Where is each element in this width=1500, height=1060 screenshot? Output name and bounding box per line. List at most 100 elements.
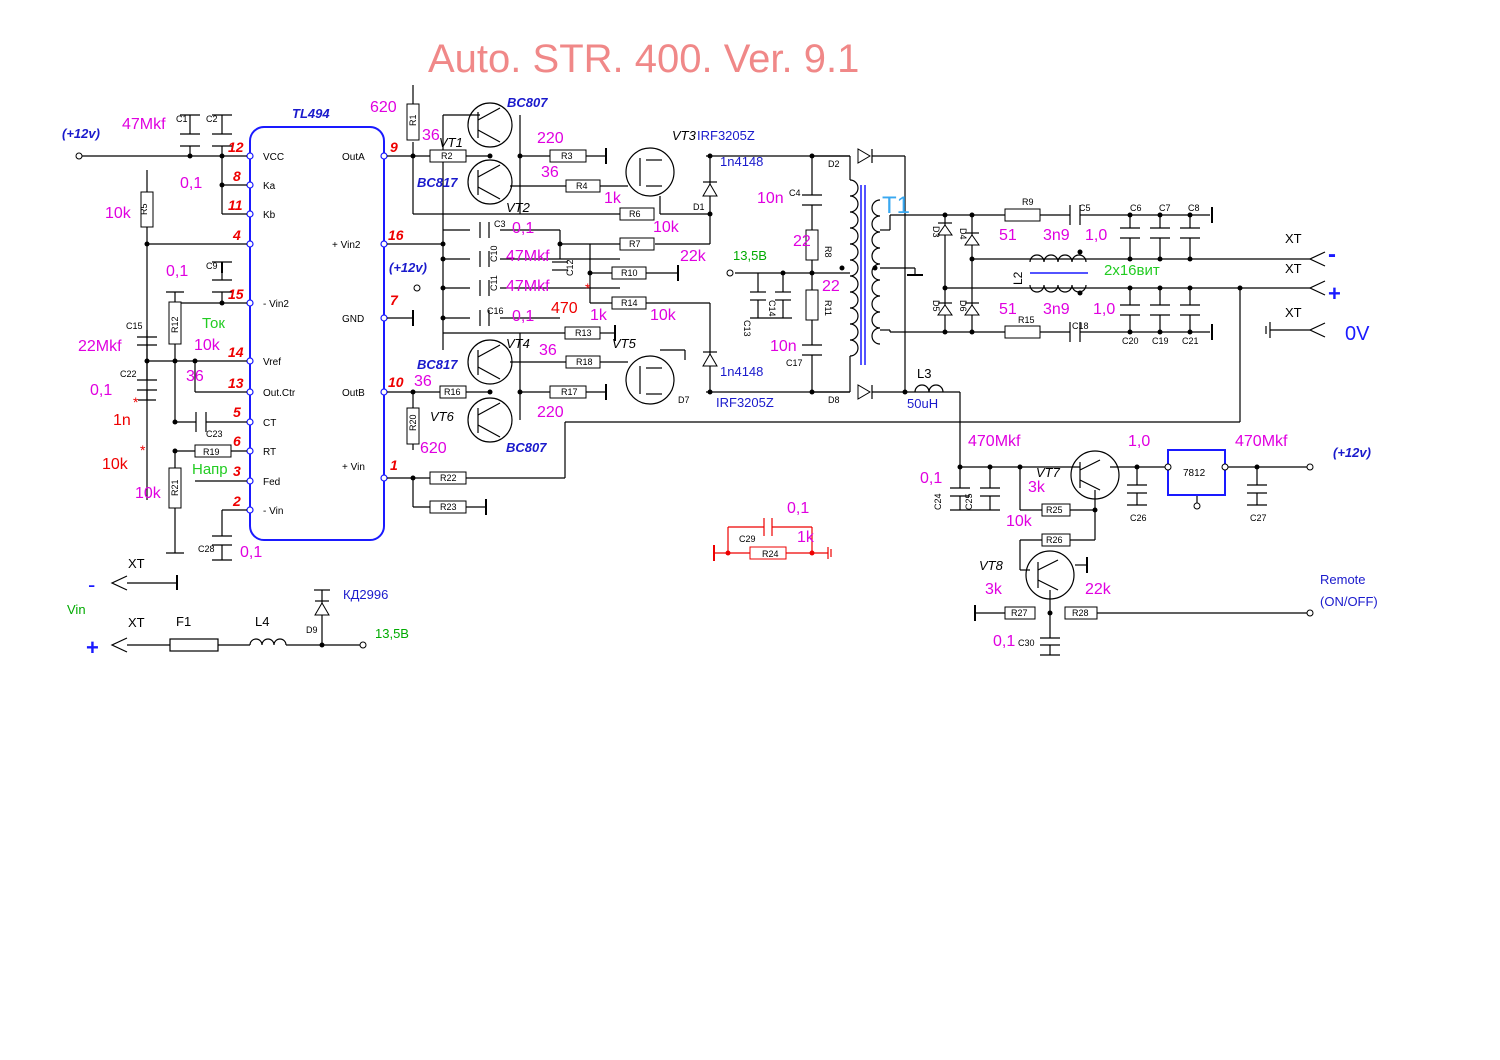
label-0v: 0V xyxy=(1345,323,1370,345)
label-vin-minus: - xyxy=(88,572,95,597)
ref-f1: F1 xyxy=(176,614,191,629)
ref-r1: R1 xyxy=(408,114,418,126)
terminal-13v5 xyxy=(726,269,734,277)
val-r25b: 10k xyxy=(1006,513,1033,530)
remote-wiring xyxy=(950,466,1310,656)
label-1n4148-bottom: 1n4148 xyxy=(720,364,763,379)
pin-name-outb: OutB xyxy=(342,388,365,399)
val-r14b: 1k xyxy=(590,307,608,324)
pin-num-15: 15 xyxy=(228,286,244,302)
ref-d6: D6 xyxy=(958,300,968,312)
ref-r8: R8 xyxy=(823,246,833,258)
ref-d5: D5 xyxy=(931,300,941,312)
ref-vt7: VT7 xyxy=(1036,465,1061,480)
pin-name-gnd: GND xyxy=(342,314,364,325)
label-7812: 7812 xyxy=(1183,468,1206,479)
ref-c18: C18 xyxy=(1072,321,1089,331)
pin-num-2: 2 xyxy=(232,493,241,509)
label-vin: Vin xyxy=(67,602,86,617)
label-output-plus: + xyxy=(1328,281,1341,306)
val-c16: 0,1 xyxy=(512,308,534,325)
ref-c12: C12 xyxy=(565,259,575,276)
ref-c4: C4 xyxy=(789,188,801,198)
pin-num-10: 10 xyxy=(388,374,404,390)
ref-r5: R5 xyxy=(139,203,149,215)
ref-c1: C1 xyxy=(176,114,188,124)
supply-input-terminal xyxy=(75,152,83,160)
pin-name-rt: RT xyxy=(263,447,276,458)
label-bc807-bottom: BC807 xyxy=(506,440,547,455)
magenta-value-labels: 47Mkf 0,1 10k 0,1 22Mkf 0,1 10k 36 10k 0… xyxy=(78,99,1288,650)
label-irf-top: IRF3205Z xyxy=(697,128,755,143)
ref-c15: C15 xyxy=(126,321,143,331)
label-vin-plus: + xyxy=(86,635,99,660)
input-terminal xyxy=(359,641,367,649)
pin-num-7: 7 xyxy=(390,292,399,308)
ref-xt-vin-plus: XT xyxy=(128,615,145,630)
val-r27: 3k xyxy=(985,581,1003,598)
reference-designators: C1 C2 R5 C9 R12 C15 C22 C23 R19 R21 C28 … xyxy=(120,114,1267,648)
val-r12: 10k xyxy=(194,337,221,354)
red-c29-r24 xyxy=(713,518,832,561)
val-r6: 10k xyxy=(653,219,680,236)
ref-r14: R14 xyxy=(621,298,638,308)
ref-c10: C10 xyxy=(489,245,499,262)
remote-ground-stubs xyxy=(974,557,1088,621)
val-r8: 22 xyxy=(793,233,811,250)
ref-r13: R13 xyxy=(575,328,592,338)
pin-num-6: 6 xyxy=(233,433,241,449)
ref-c26: C26 xyxy=(1130,513,1147,523)
left-dots xyxy=(144,153,225,454)
chip-pin-names: VCC Ka Kb - Vin2 Vref Out.Ctr CT RT Fed … xyxy=(263,152,365,517)
ref-c16: C16 xyxy=(487,306,504,316)
val-r17: 220 xyxy=(537,404,564,421)
val-c5: 3n9 xyxy=(1043,227,1070,244)
schematic-title: Auto. STR. 400. Ver. 9.1 xyxy=(428,37,859,81)
label-on-off: (ON/OFF) xyxy=(1320,594,1378,609)
val-r15: 51 xyxy=(999,301,1017,318)
chip-name: TL494 xyxy=(292,106,330,121)
pin-name-vin2-plus: + Vin2 xyxy=(332,240,361,251)
driver-dots xyxy=(410,153,713,481)
val-r-star: 470 xyxy=(551,300,578,317)
label-supply-in: (+12v) xyxy=(62,126,100,141)
val-c22: 0,1 xyxy=(90,382,112,399)
ref-r16: R16 xyxy=(444,387,461,397)
ref-r24: R24 xyxy=(762,549,779,559)
remote-transistors xyxy=(1025,450,1120,600)
ref-r6: R6 xyxy=(629,209,641,219)
label-13v5-input: 13,5В xyxy=(375,626,409,641)
ref-r4: R4 xyxy=(576,181,588,191)
label-supply-mid: (+12v) xyxy=(389,260,427,275)
ref-l3: L3 xyxy=(917,366,931,381)
rectifier-diodes xyxy=(857,148,980,400)
label-bc817-bottom: BC817 xyxy=(417,357,458,372)
val-r5: 10k xyxy=(105,205,132,222)
val-c10: 47Mkf xyxy=(506,248,550,265)
val-c17: 10n xyxy=(770,338,797,355)
ref-r23: R23 xyxy=(440,502,457,512)
pin-name-vin-minus: - Vin xyxy=(263,506,283,517)
val-r1: 620 xyxy=(370,99,397,116)
label-1n4148-top: 1n4148 xyxy=(720,154,763,169)
val-c27: 470Mkf xyxy=(1235,433,1288,450)
pin-num-4: 4 xyxy=(232,227,241,243)
val-c2: 0,1 xyxy=(180,175,202,192)
ref-c29: C29 xyxy=(739,534,756,544)
val-c1: 47Mkf xyxy=(122,116,166,133)
pin-num-3: 3 xyxy=(233,463,241,479)
val-r24: 1k xyxy=(797,529,815,546)
ref-c6: C6 xyxy=(1130,203,1142,213)
ref-d3: D3 xyxy=(931,226,941,238)
ref-c14: C14 xyxy=(767,300,777,317)
ref-vt5: VT5 xyxy=(612,336,637,351)
ref-r17: R17 xyxy=(561,387,578,397)
pin-num-13: 13 xyxy=(228,375,244,391)
ref-c25: C25 xyxy=(964,493,974,510)
left-resistors xyxy=(140,191,232,509)
ref-r2: R2 xyxy=(441,151,453,161)
output-connectors xyxy=(1265,251,1326,338)
ref-xt-minus: XT xyxy=(1285,231,1302,246)
val-r9: 51 xyxy=(999,227,1017,244)
